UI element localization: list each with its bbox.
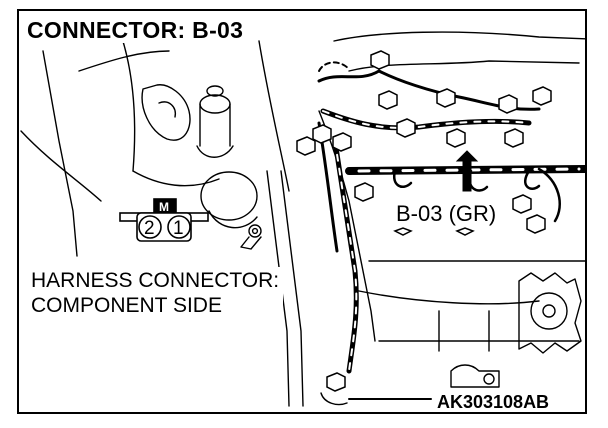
pointer-arrow xyxy=(455,150,479,192)
connector-callout: B-03 (GR) xyxy=(393,201,500,227)
connector-key-label: M xyxy=(159,200,169,214)
pin-1-label: 1 xyxy=(173,218,184,239)
connector-face-diagram: M 2 1 xyxy=(119,198,209,242)
harness-label-line1: HARNESS CONNECTOR: xyxy=(31,269,280,292)
reference-code: AK303108AB xyxy=(435,392,552,412)
harness-label-line2: COMPONENT SIDE xyxy=(31,294,222,317)
diagram-title: CONNECTOR: B-03 xyxy=(27,17,248,43)
pin-2-circle xyxy=(138,215,162,239)
engine-bay-illustration xyxy=(20,28,585,407)
harness-connector-label: HARNESS CONNECTOR: COMPONENT SIDE xyxy=(29,267,284,319)
pin-1-circle xyxy=(167,215,191,239)
pin-2-label: 2 xyxy=(144,218,155,239)
diagram-border: M 2 1 CONNECTOR: B-03 HARNESS CONNECTOR:… xyxy=(17,9,587,414)
